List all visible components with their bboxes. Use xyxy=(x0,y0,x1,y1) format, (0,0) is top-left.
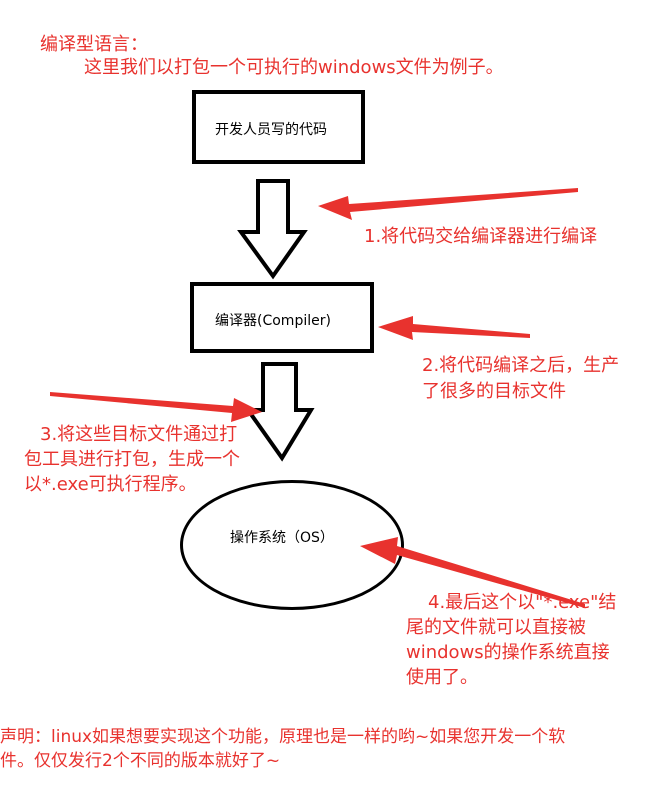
step2-note-line1: 2.将代码编译之后，生产 xyxy=(422,355,620,376)
step3-note-line3: 以*.exe可执行程序。 xyxy=(24,474,197,495)
step4-note-line2: 尾的文件就可以直接被 xyxy=(406,617,586,638)
step4-note-line1: 4.最后这个以"*.exe"结 xyxy=(428,592,617,613)
footer-line1: 声明：linux如果想要实现这个功能，原理也是一样的哟~如果您开发一个软 xyxy=(0,727,566,747)
footer-line2: 件。仅仅发行2个不同的版本就好了~ xyxy=(0,751,281,771)
step3-note-line1: 3.将这些目标文件通过打 xyxy=(40,424,238,445)
step4-note-line3: windows的操作系统直接 xyxy=(406,642,610,663)
compiler-node: 编译器(Compiler) xyxy=(190,282,374,353)
step3-note-line2: 包工具进行打包，生成一个 xyxy=(24,449,240,470)
os-label: 操作系统（OS） xyxy=(230,530,334,546)
flow-arrow-1 xyxy=(237,179,308,280)
compiler-label: 编译器(Compiler) xyxy=(215,313,331,329)
step2-note-line2: 了很多的目标文件 xyxy=(422,381,566,402)
pointer-arrow-step3 xyxy=(50,392,262,422)
heading-subtitle: 这里我们以打包一个可执行的windows文件为例子。 xyxy=(84,57,504,78)
step4-note-line4: 使用了。 xyxy=(406,667,478,688)
pointer-arrow-step1 xyxy=(318,188,578,220)
pointer-arrow-step4 xyxy=(360,537,585,608)
flow-arrow-2 xyxy=(244,362,315,462)
heading-title: 编译型语言： xyxy=(40,34,148,55)
pointer-arrow-step2 xyxy=(378,316,530,340)
source-code-node: 开发人员写的代码 xyxy=(192,90,365,164)
source-code-label: 开发人员写的代码 xyxy=(215,122,327,138)
step1-note: 1.将代码交给编译器进行编译 xyxy=(364,226,598,247)
